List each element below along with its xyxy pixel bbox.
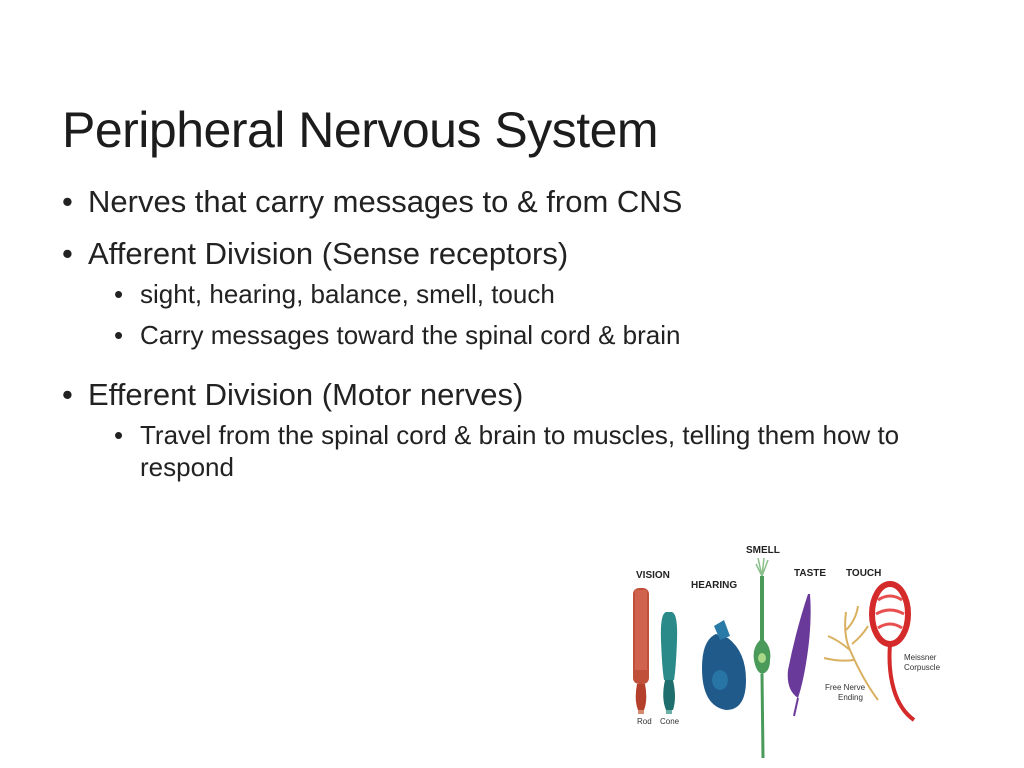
bullet-glyph: • — [62, 235, 73, 271]
sub-bullet-text: Travel from the spinal cord & brain to m… — [140, 419, 900, 482]
bullet-item: • Efferent Division (Motor nerves) — [62, 376, 982, 414]
sub-bullet-item: • Travel from the spinal cord & brain to… — [62, 420, 982, 483]
bullet-glyph: • — [114, 278, 124, 309]
sub-bullet-text: sight, hearing, balance, smell, touch — [140, 278, 555, 309]
hair-cell — [702, 620, 746, 710]
bullet-text: Afferent Division (Sense receptors) — [88, 235, 569, 271]
taste-label: TASTE — [794, 568, 826, 579]
rod-cell — [633, 588, 649, 714]
touch-label: TOUCH — [846, 568, 881, 579]
free-nerve-ending — [823, 605, 879, 701]
bullet-text: Efferent Division (Motor nerves) — [88, 377, 524, 413]
rod-label: Rod — [637, 717, 652, 726]
bullet-glyph: • — [114, 419, 124, 450]
taste-cell — [787, 594, 811, 717]
meissner-corpuscle — [869, 581, 916, 722]
bullet-glyph: • — [62, 377, 73, 413]
free-nerve-label-line1: Free Nerve — [825, 683, 866, 692]
sub-bullet-item: • sight, hearing, balance, smell, touch — [62, 279, 982, 311]
vision-label: VISION — [636, 570, 670, 581]
bullet-text: Nerves that carry messages to & from CNS — [88, 184, 683, 219]
slide-title: Peripheral Nervous System — [62, 102, 659, 158]
cone-cell — [660, 612, 678, 714]
meissner-label-line1: Meissner — [904, 653, 937, 662]
meissner-label-line2: Corpuscle — [904, 663, 941, 672]
sub-bullet-text: Carry messages toward the spinal cord & … — [140, 320, 681, 351]
smell-label: SMELL — [746, 545, 780, 556]
olfactory-cell — [753, 557, 771, 759]
free-nerve-label-line2: Ending — [838, 693, 863, 702]
bullet-glyph: • — [114, 320, 124, 351]
bullet-item: • Afferent Division (Sense receptors) — [62, 235, 982, 273]
bullet-glyph: • — [62, 184, 73, 219]
hearing-label: HEARING — [691, 580, 737, 591]
cone-label: Cone — [660, 717, 680, 726]
bullet-list: • Nerves that carry messages to & from C… — [62, 183, 982, 497]
bullet-item: • Nerves that carry messages to & from C… — [62, 183, 982, 221]
sub-bullet-item: • Carry messages toward the spinal cord … — [62, 320, 982, 352]
sense-receptors-illustration: VISION HEARING SMELL TASTE TOUCH Rod Con… — [633, 545, 941, 759]
